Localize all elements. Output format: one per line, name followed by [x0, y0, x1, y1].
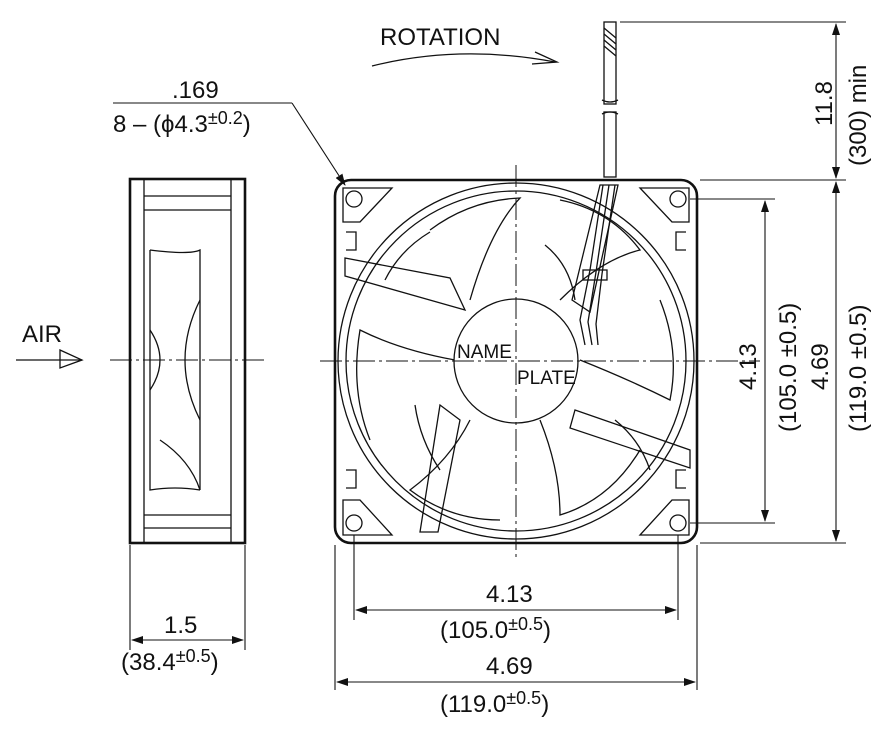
front-view: NAME PLATE	[320, 165, 760, 560]
hole-pitch-h-inch: 4.13	[486, 581, 533, 608]
fan-blades	[356, 197, 674, 521]
frame-width-inch: 4.69	[486, 653, 533, 680]
mounting-hole-icon	[345, 190, 363, 208]
frame-width-mm: (119.0±0.5)	[440, 688, 549, 718]
air-arrow	[16, 348, 84, 369]
lead-wires	[579, 184, 616, 346]
depth-inch: 1.5	[164, 612, 197, 639]
bottom-dimensions: 4.13 (105.0±0.5) 4.69 (119.0±0.5)	[334, 535, 698, 718]
lead-wire-inch: 11.8	[811, 81, 838, 126]
mounting-hole-icon	[345, 514, 363, 532]
hole-pitch-v-mm: (105.0 ±0.5)	[775, 303, 802, 432]
air-label: AIR	[22, 321, 62, 348]
right-dimensions: 4.13 (105.0 ±0.5) 4.69 (119.0 ±0.5)	[690, 181, 872, 544]
hole-spec: 8 – (ϕ4.3±0.2)	[113, 108, 251, 138]
lead-wire-top: 11.8 (300) min	[601, 21, 872, 181]
mounting-hole-icon	[669, 514, 687, 532]
frame-height-inch: 4.69	[807, 343, 834, 390]
rotation-label: ROTATION	[380, 24, 500, 51]
corner-flanges	[342, 187, 690, 536]
mounting-hole-callout: .169 8 – (ϕ4.3±0.2)	[113, 77, 346, 186]
rotation-indicator: ROTATION	[371, 24, 560, 67]
hole-pitch-v-inch: 4.13	[735, 343, 762, 390]
name-label: NAME	[457, 342, 512, 363]
depth-dimension: 1.5 (38.4±0.5)	[121, 545, 246, 676]
frame-struts	[344, 184, 691, 533]
plate-label: PLATE	[517, 368, 576, 389]
frame-height-mm: (119.0 ±0.5)	[845, 305, 872, 432]
mounting-holes	[345, 190, 687, 532]
mounting-hole-icon	[669, 190, 687, 208]
hole-pitch-h-mm: (105.0±0.5)	[440, 614, 551, 644]
side-view: AIR	[16, 177, 265, 545]
depth-mm: (38.4±0.5)	[121, 646, 219, 676]
lead-wire-mm: (300) min	[845, 65, 872, 166]
hole-inch: .169	[172, 77, 219, 104]
